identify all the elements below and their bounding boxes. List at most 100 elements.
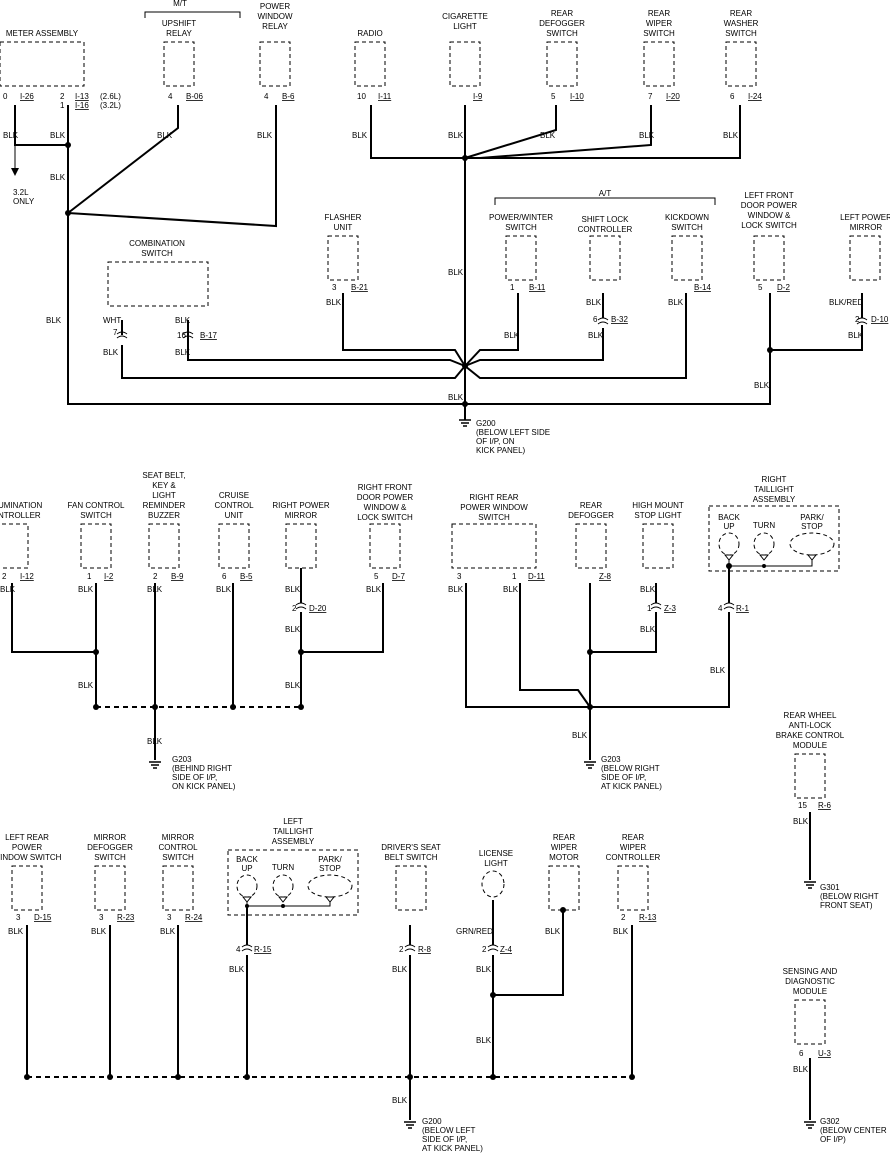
component-label-rtail: ASSEMBLY — [753, 495, 796, 504]
ground-label-g200b: G200 — [422, 1117, 442, 1126]
bulb-label-lt-turn: TURN — [272, 863, 294, 872]
component-label-rfdoor: LOCK SWITCH — [357, 513, 413, 522]
connector-id: I-9 — [473, 92, 483, 101]
wire-color-grnred: GRN/RED — [456, 927, 493, 936]
wire-color-blk: BLK — [448, 393, 464, 402]
component-label-rrpw: POWER WINDOW — [460, 503, 528, 512]
ground-label-g203a: SIDE OF I/P, — [172, 773, 217, 782]
wire-color-blk: BLK — [160, 927, 176, 936]
ground-symbol-g203a — [149, 761, 161, 769]
component-label-rrpw: RIGHT REAR — [469, 493, 518, 502]
pin-number: 4 — [264, 92, 269, 101]
component-label-abs: MODULE — [793, 741, 827, 750]
component-label-rfdoor: WINDOW & — [364, 503, 407, 512]
connector-id: I-26 — [20, 92, 34, 101]
wire-color-blk: BLK — [723, 131, 739, 140]
left-power-mirror-box — [849, 235, 881, 281]
connector-id: R-23 — [117, 913, 135, 922]
pin-number: 7 — [113, 328, 118, 337]
power-window-relay-box — [259, 41, 291, 87]
wire-color-blk: BLK — [392, 965, 408, 974]
component-label-cig: LIGHT — [453, 22, 477, 31]
engine-note: (3.2L) — [100, 101, 121, 110]
wire-color-blk: BLK — [754, 381, 770, 390]
component-label-shiftlock: CONTROLLER — [578, 225, 633, 234]
wire-color-blk: BLK — [229, 965, 245, 974]
section-g301 — [794, 753, 826, 889]
connector-symbols-5 — [241, 944, 499, 952]
ground-label-g200b: SIDE OF I/P, — [422, 1135, 467, 1144]
component-label-rwipmot: REAR — [553, 833, 575, 842]
ground-label-g203b: G203 — [601, 755, 621, 764]
pin-number: 3 — [16, 913, 21, 922]
wire-color-blk: BLK — [710, 666, 726, 675]
cigarette-light-box — [449, 41, 481, 87]
component-label-seatbelt: SEAT BELT, — [142, 471, 185, 480]
bulb-label-lt-back: BACK — [236, 855, 258, 864]
wire-color-blk: BLK — [503, 585, 519, 594]
wires-section-3 — [465, 566, 730, 760]
connector-id: R-6 — [818, 801, 831, 810]
component-label-rpmirror: MIRROR — [285, 511, 318, 520]
wire-color-blk: BLK — [504, 331, 520, 340]
shift-lock-controller-box — [589, 235, 621, 281]
connector-id: B-06 — [186, 92, 203, 101]
bulb-label-rt-park: STOP — [801, 522, 823, 531]
connector-id: D-15 — [34, 913, 52, 922]
engine-only-note: ONLY — [13, 197, 35, 206]
component-label-ltail: LEFT — [283, 817, 303, 826]
wire-color-blk: BLK — [50, 131, 66, 140]
engine-only-note: 3.2L — [13, 188, 29, 197]
ground-symbol-g203b — [584, 761, 596, 769]
component-label-pwrwinter: SWITCH — [505, 223, 537, 232]
splices-section-1 — [65, 142, 773, 407]
component-label-pwrelay: WINDOW — [257, 12, 293, 21]
splices-section-5 — [24, 907, 635, 1080]
component-label-rdefsw: SWITCH — [546, 29, 578, 38]
connector-symbols-1 — [116, 317, 868, 339]
connector-id: R-13 — [639, 913, 657, 922]
wire-color-blk: BLK — [147, 585, 163, 594]
wire-color-blk: BLK — [448, 131, 464, 140]
component-label-kickdown: SWITCH — [671, 223, 703, 232]
component-label-cruise: UNIT — [225, 511, 244, 520]
rear-wiper-controller-box — [617, 865, 649, 911]
bulb-label-rt-back: UP — [723, 522, 734, 531]
ground-label-g200a: KICK PANEL) — [476, 446, 526, 455]
component-label-ltail: ASSEMBLY — [272, 837, 315, 846]
component-label-upshift: RELAY — [166, 29, 192, 38]
pin-number: 2 — [482, 945, 487, 954]
component-label-mctrlsw: SWITCH — [162, 853, 194, 862]
component-label-seatbelt: KEY & — [152, 481, 176, 490]
wire-color-blk: BLK — [392, 1096, 408, 1105]
component-label-rwashsw: WASHER — [724, 19, 759, 28]
connector-id: R-8 — [418, 945, 431, 954]
wire-color-wht: WHT — [103, 316, 121, 325]
wire-color-blk: BLK — [352, 131, 368, 140]
component-label-radio: RADIO — [357, 29, 382, 38]
wire-color-blk: BLK — [50, 173, 66, 182]
left-taillight-assembly-box — [227, 849, 359, 916]
kickdown-switch-box — [671, 235, 703, 281]
wire-color-blk: BLK — [476, 965, 492, 974]
component-label-dseatbelt: DRIVER'S SEAT — [381, 843, 441, 852]
pin-number: 4 — [168, 92, 173, 101]
component-label-cruise: CRUISE — [219, 491, 249, 500]
ground-label-g203b: (BELOW RIGHT — [601, 764, 660, 773]
wire-color-blk: BLK — [285, 625, 301, 634]
pin-number: 2 — [60, 92, 65, 101]
section-g203-right — [451, 505, 840, 769]
ground-label-g200a: G200 — [476, 419, 496, 428]
component-label-lrpw: LEFT REAR — [5, 833, 49, 842]
pin-number: 5 — [551, 92, 556, 101]
section-g203-left — [0, 523, 401, 769]
ground-label-g203a: G203 — [172, 755, 192, 764]
bulb-label-lt-park: STOP — [319, 864, 341, 873]
rear-wiper-switch-box — [643, 41, 675, 87]
seat-belt-buzzer-box — [148, 523, 180, 569]
component-label-lfdoor: LOCK SWITCH — [741, 221, 797, 230]
wire-color-blk: BLK — [613, 927, 629, 936]
component-label-mctrlsw: MIRROR — [162, 833, 195, 842]
